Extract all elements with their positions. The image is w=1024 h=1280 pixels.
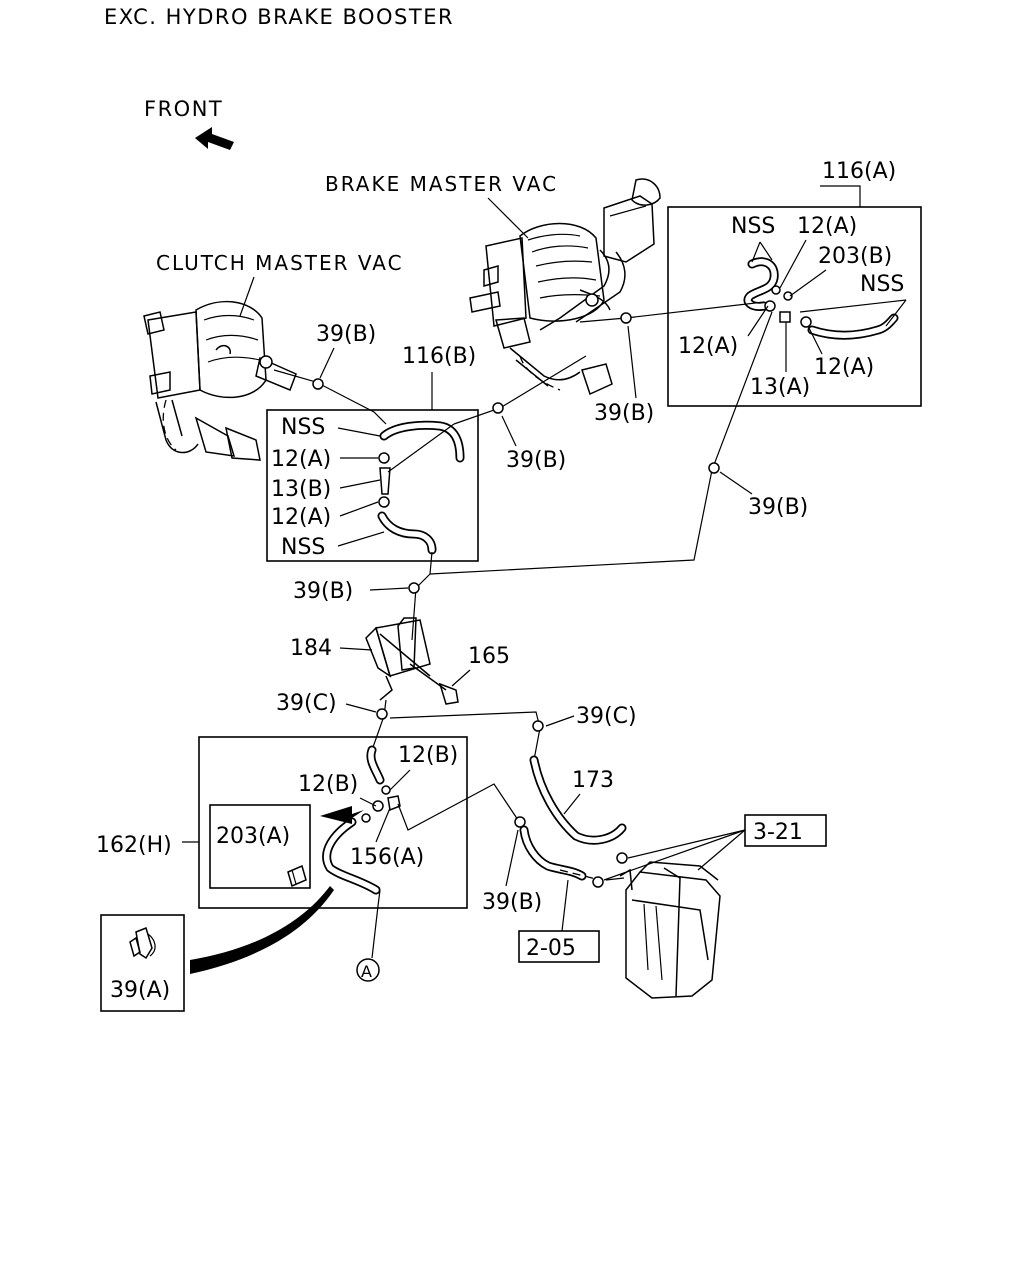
callout-203a: 203(A) — [216, 824, 290, 849]
callout-2-05: 2-05 — [526, 936, 576, 961]
callout-156a: 156(A) — [350, 845, 424, 870]
callout-a-13a: 13(A) — [750, 375, 810, 400]
callout-a-nss-1: NSS — [731, 214, 775, 239]
callout-12b-1: 12(B) — [398, 743, 458, 768]
group-box-116b — [266, 409, 479, 562]
callout-3-21: 3-21 — [753, 820, 803, 845]
callout-a-12a-1: 12(A) — [797, 214, 857, 239]
callout-12b-2: 12(B) — [298, 772, 358, 797]
callout-b-12a-2: 12(A) — [271, 505, 331, 530]
callout-39b-5: 39(B) — [293, 579, 353, 604]
diagram-title: EXC. HYDRO BRAKE BOOSTER — [104, 5, 454, 29]
callout-a-nss-2: NSS — [860, 272, 904, 297]
brake-master-vac-label: BRAKE MASTER VAC — [325, 172, 558, 196]
pipe-173-drawing — [529, 755, 627, 845]
callout-b-nss-2: NSS — [281, 535, 325, 560]
callout-39b-2: 39(B) — [506, 448, 566, 473]
canister-drawing — [592, 852, 721, 999]
callout-39c-1: 39(C) — [276, 691, 337, 716]
clutch-master-vac-drawing — [143, 300, 297, 461]
callout-b-12a-1: 12(A) — [271, 447, 331, 472]
group-box-203a — [209, 804, 311, 889]
brake-master-vac-drawing — [469, 178, 661, 396]
hose-assembly-162h — [322, 745, 401, 895]
callout-165: 165 — [468, 644, 510, 669]
hose-assembly-116b — [377, 420, 465, 555]
reference-a-circle — [356, 958, 380, 982]
callout-39b-1: 39(B) — [316, 322, 376, 347]
front-arrow-icon — [195, 127, 234, 150]
callout-39a: 39(A) — [110, 978, 170, 1003]
callout-b-nss-1: NSS — [281, 415, 325, 440]
clutch-master-vac-label: CLUTCH MASTER VAC — [156, 251, 404, 275]
callout-39b-4: 39(B) — [748, 495, 808, 520]
reference-a-label: A — [361, 962, 372, 981]
ref-box-2-05 — [518, 930, 600, 963]
valve-184-drawing — [365, 617, 431, 701]
group-box-162h — [198, 736, 468, 909]
callout-a-203b: 203(B) — [818, 244, 892, 269]
callout-39c-2: 39(C) — [576, 704, 637, 729]
detail-box-39a — [100, 914, 185, 1012]
front-label: FRONT — [144, 97, 223, 121]
bolt-165-icon — [409, 663, 459, 705]
callout-39b-6: 39(B) — [482, 890, 542, 915]
filter-203a-icon — [287, 864, 307, 888]
group-box-116a — [667, 206, 922, 407]
callout-116b: 116(B) — [402, 344, 476, 369]
clip-39a-icon — [129, 926, 156, 960]
callout-184: 184 — [290, 636, 332, 661]
callout-116a: 116(A) — [822, 159, 896, 184]
callout-162h: 162(H) — [96, 833, 172, 858]
callout-a-12a-2: 12(A) — [678, 334, 738, 359]
hose-2-05-drawing — [519, 825, 601, 881]
callout-b-13b: 13(B) — [271, 477, 331, 502]
callout-39b-3: 39(B) — [594, 401, 654, 426]
callout-a-12a-3: 12(A) — [814, 355, 874, 380]
callout-173: 173 — [572, 768, 614, 793]
